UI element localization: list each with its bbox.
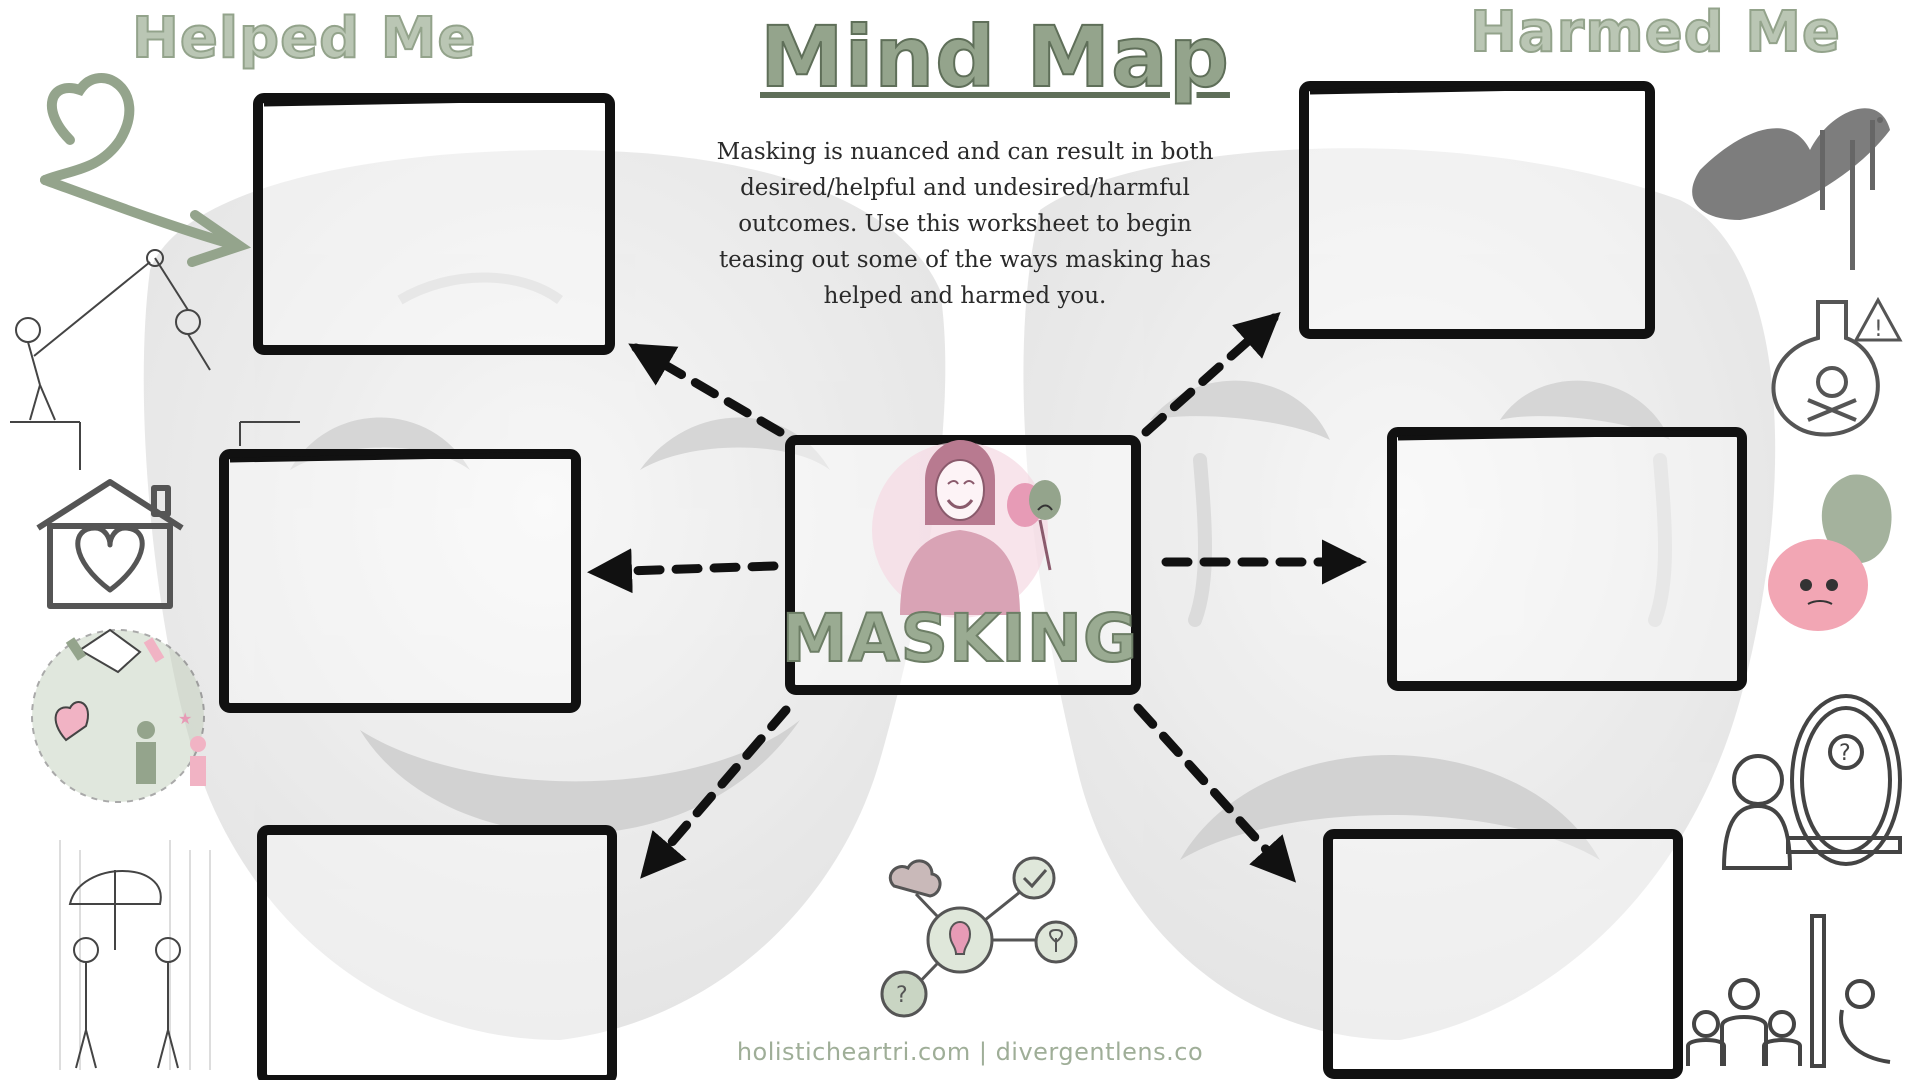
connector-arrows (587, 312, 1367, 883)
helped-box-2[interactable] (219, 449, 581, 713)
arrow-to-helped-3 (640, 705, 791, 879)
heart-arrow-icon (40, 73, 252, 267)
intro-text: Masking is nuanced and can result in bot… (716, 139, 1214, 309)
footer-websites: holisticheartri.com | divergentlens.co (736, 1038, 1204, 1066)
mirror-question-icon: ? (1721, 694, 1902, 870)
harmed-box-1[interactable] (1299, 81, 1655, 339)
page-title: Mind Map (759, 7, 1230, 107)
harmed-box-3[interactable] (1323, 829, 1683, 1079)
helped-box-3[interactable] (257, 825, 617, 1080)
svg-text:!: ! (1874, 317, 1883, 342)
helped-me-heading: Helped Me (131, 5, 477, 72)
climbing-help-icon (10, 249, 300, 470)
heart-house-icon (36, 479, 184, 609)
comedy-mask (143, 150, 946, 1040)
umbrella-share-icon (59, 840, 211, 1070)
svg-text:★: ★ (178, 709, 192, 728)
center-label: MASKING (781, 599, 1139, 678)
harmed-box-2[interactable] (1387, 427, 1747, 691)
arrow-to-harmed-1 (1141, 312, 1281, 437)
svg-text:?: ? (896, 983, 908, 1008)
helped-box-1[interactable] (253, 93, 615, 355)
anxious-brain-icon (1768, 474, 1892, 631)
arrow-to-helped-2 (587, 548, 779, 594)
masking-center-box (785, 435, 1141, 695)
poison-flask-icon: ! (1771, 296, 1903, 437)
spray-paint-icon (1692, 108, 1890, 270)
excluded-person-icon (1686, 914, 1891, 1068)
community-care-icon: ★ (31, 628, 206, 803)
svg-text:?: ? (1839, 741, 1851, 766)
harmed-me-heading: Harmed Me (1469, 0, 1841, 66)
arrow-to-harmed-3 (1133, 703, 1297, 883)
mind-map-icon: ? (880, 856, 1078, 1018)
arrow-to-helped-1 (628, 343, 785, 437)
masked-person-illustration (900, 440, 1061, 615)
